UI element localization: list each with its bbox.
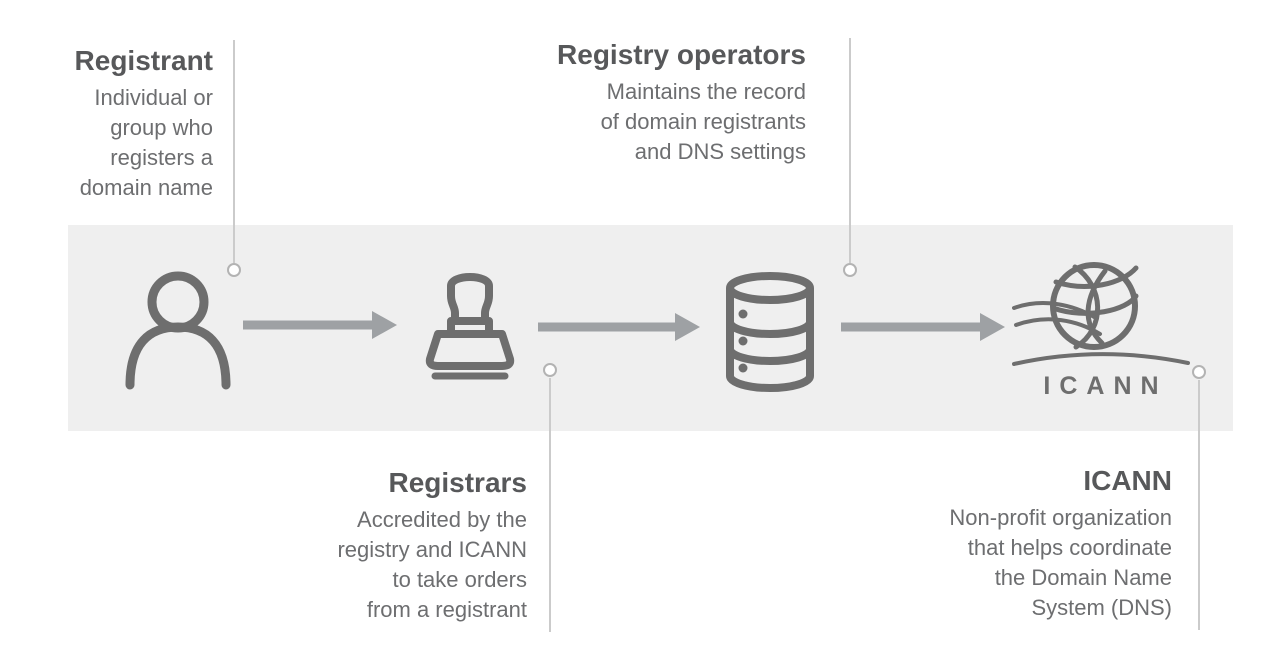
registrant-callout: Registrant Individual or group who regis…	[27, 44, 213, 203]
registrars-callout: Registrars Accredited by the registry an…	[280, 466, 527, 625]
registry-operators-description: Maintains the record of domain registran…	[600, 79, 806, 164]
flow-arrow-3	[841, 313, 1005, 341]
registry-operators-connector-line	[849, 38, 851, 263]
flow-arrow-2	[538, 313, 700, 341]
registrars-description: Accredited by the registry and ICANN to …	[337, 507, 527, 622]
registrars-title: Registrars	[388, 467, 527, 498]
registrant-title: Registrant	[74, 45, 213, 76]
person-icon	[125, 271, 231, 390]
database-icon	[726, 272, 814, 392]
icann-connector-line	[1198, 380, 1200, 630]
registrars-connector-line	[549, 378, 551, 632]
registrant-connector-line	[233, 40, 235, 263]
stamp-icon	[425, 273, 515, 380]
registry-operators-title: Registry operators	[557, 39, 806, 70]
icann-connector-dot	[1192, 365, 1206, 379]
flow-arrow-1	[243, 311, 397, 339]
registrars-connector-dot	[543, 363, 557, 377]
icann-wordmark: ICANN	[1043, 372, 1168, 400]
registry-operators-connector-dot	[843, 263, 857, 277]
icann-globe-logo	[1012, 262, 1190, 366]
icann-description: Non-profit organization that helps coord…	[949, 505, 1172, 620]
registrant-connector-dot	[227, 263, 241, 277]
icann-title: ICANN	[1083, 465, 1172, 496]
registry-operators-callout: Registry operators Maintains the record …	[500, 38, 806, 167]
registrant-description: Individual or group who registers a doma…	[79, 85, 213, 200]
icann-callout: ICANN Non-profit organization that helps…	[880, 464, 1172, 623]
